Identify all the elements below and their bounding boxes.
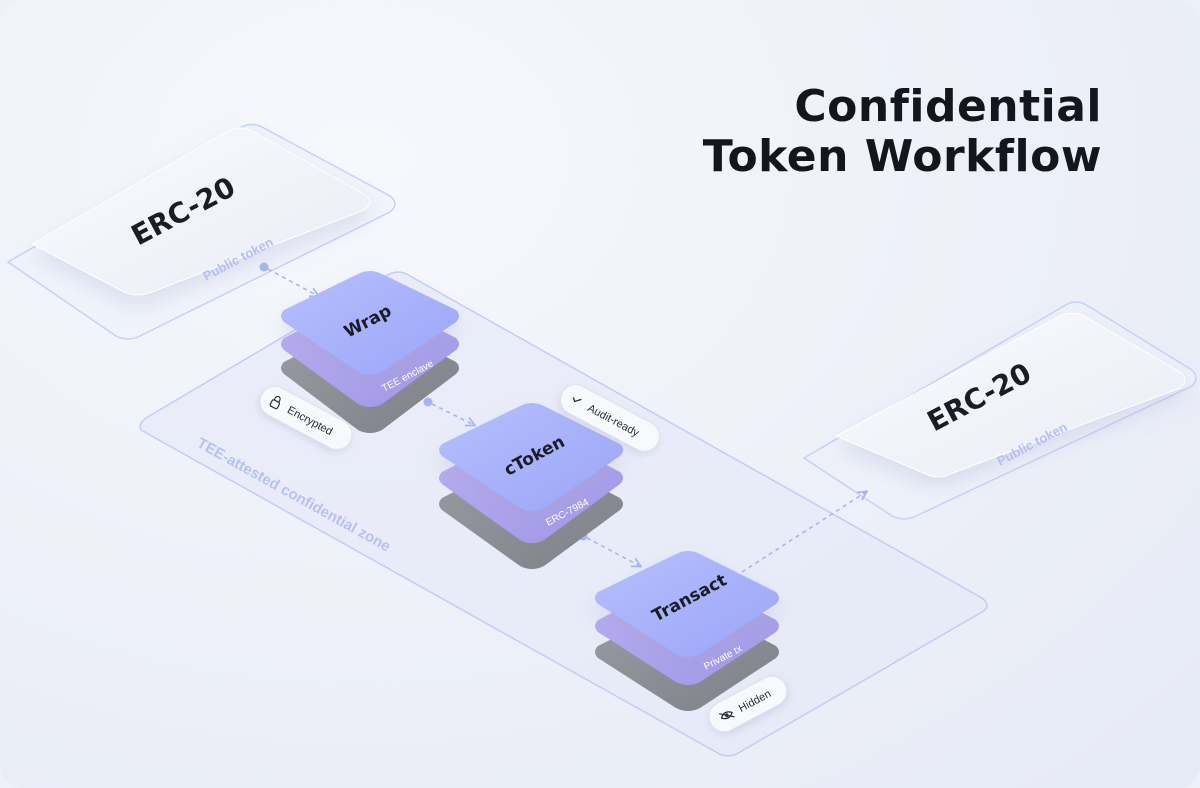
target-card-face [834, 312, 1186, 478]
step-transact: Transact Private tx [595, 551, 779, 711]
ctoken-layer-top [439, 403, 623, 511]
title-line-1: Confidential [794, 81, 1102, 132]
lock-icon [269, 395, 281, 410]
step-wrap: Wrap TEE enclave [281, 271, 459, 433]
connector-source-to-wrap [259, 262, 319, 297]
transact-layer-top [595, 551, 779, 657]
connector-wrap-to-ctoken [423, 397, 475, 426]
check-icon [572, 397, 582, 403]
target-token-card: ERC-20 Public token [802, 301, 1197, 520]
badge-encrypted-pill [259, 386, 353, 450]
connector-transact-to-target [741, 492, 866, 573]
badge-audit-pill [560, 384, 660, 452]
wrap-layer-top [281, 271, 459, 375]
title-line-2: Token Workflow [702, 131, 1102, 182]
badge-hidden: Hidden [708, 675, 788, 733]
connectors [259, 262, 867, 573]
source-token-card: ERC-20 Public token [6, 123, 396, 340]
step-ctoken: cToken ERC-7984 [439, 403, 623, 569]
page-title: Confidential Token Workflow [703, 82, 1102, 182]
eye-off-icon [719, 711, 735, 720]
source-card-face [30, 127, 371, 296]
